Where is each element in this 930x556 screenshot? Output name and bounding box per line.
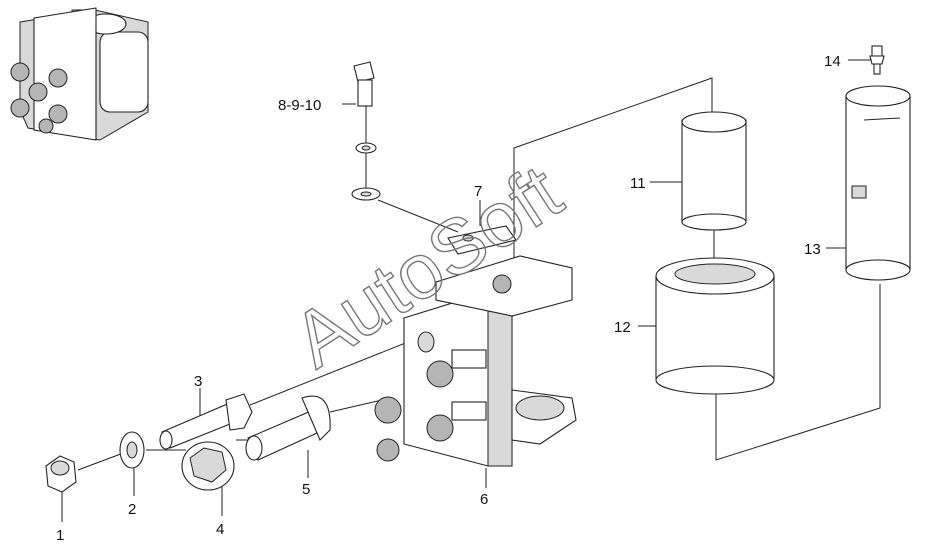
part-5-stud	[245, 395, 331, 461]
callout-7: 7	[474, 183, 482, 200]
callout-3: 3	[194, 373, 202, 390]
callout-4: 4	[216, 521, 224, 538]
part-13-pivot-pin	[845, 85, 911, 281]
callout-labels: 1 2 3 4 5 6 7 8-9-10 11 12 13 14	[56, 53, 841, 544]
callout-11: 11	[630, 175, 646, 192]
callout-8-9-10: 8-9-10	[278, 97, 321, 114]
callout-13: 13	[804, 241, 821, 258]
part-14-grease-fitting	[869, 45, 885, 75]
part-12-sleeve	[655, 257, 775, 395]
part-1-nut	[45, 455, 77, 493]
callout-2: 2	[128, 501, 136, 518]
callout-6: 6	[480, 491, 488, 508]
part-7-plate	[447, 225, 517, 294]
callout-5: 5	[302, 481, 310, 498]
part-2-lock-washer	[119, 431, 145, 469]
part-4-flange-nut	[181, 441, 235, 491]
assembly-thumbnail	[10, 7, 149, 141]
callout-1: 1	[56, 527, 64, 544]
callout-14: 14	[824, 53, 841, 70]
part-11-bushing	[681, 111, 747, 231]
part-8-9-10-bolt-set	[351, 61, 381, 201]
callout-12: 12	[614, 319, 631, 336]
part-3-bolt	[159, 393, 253, 450]
